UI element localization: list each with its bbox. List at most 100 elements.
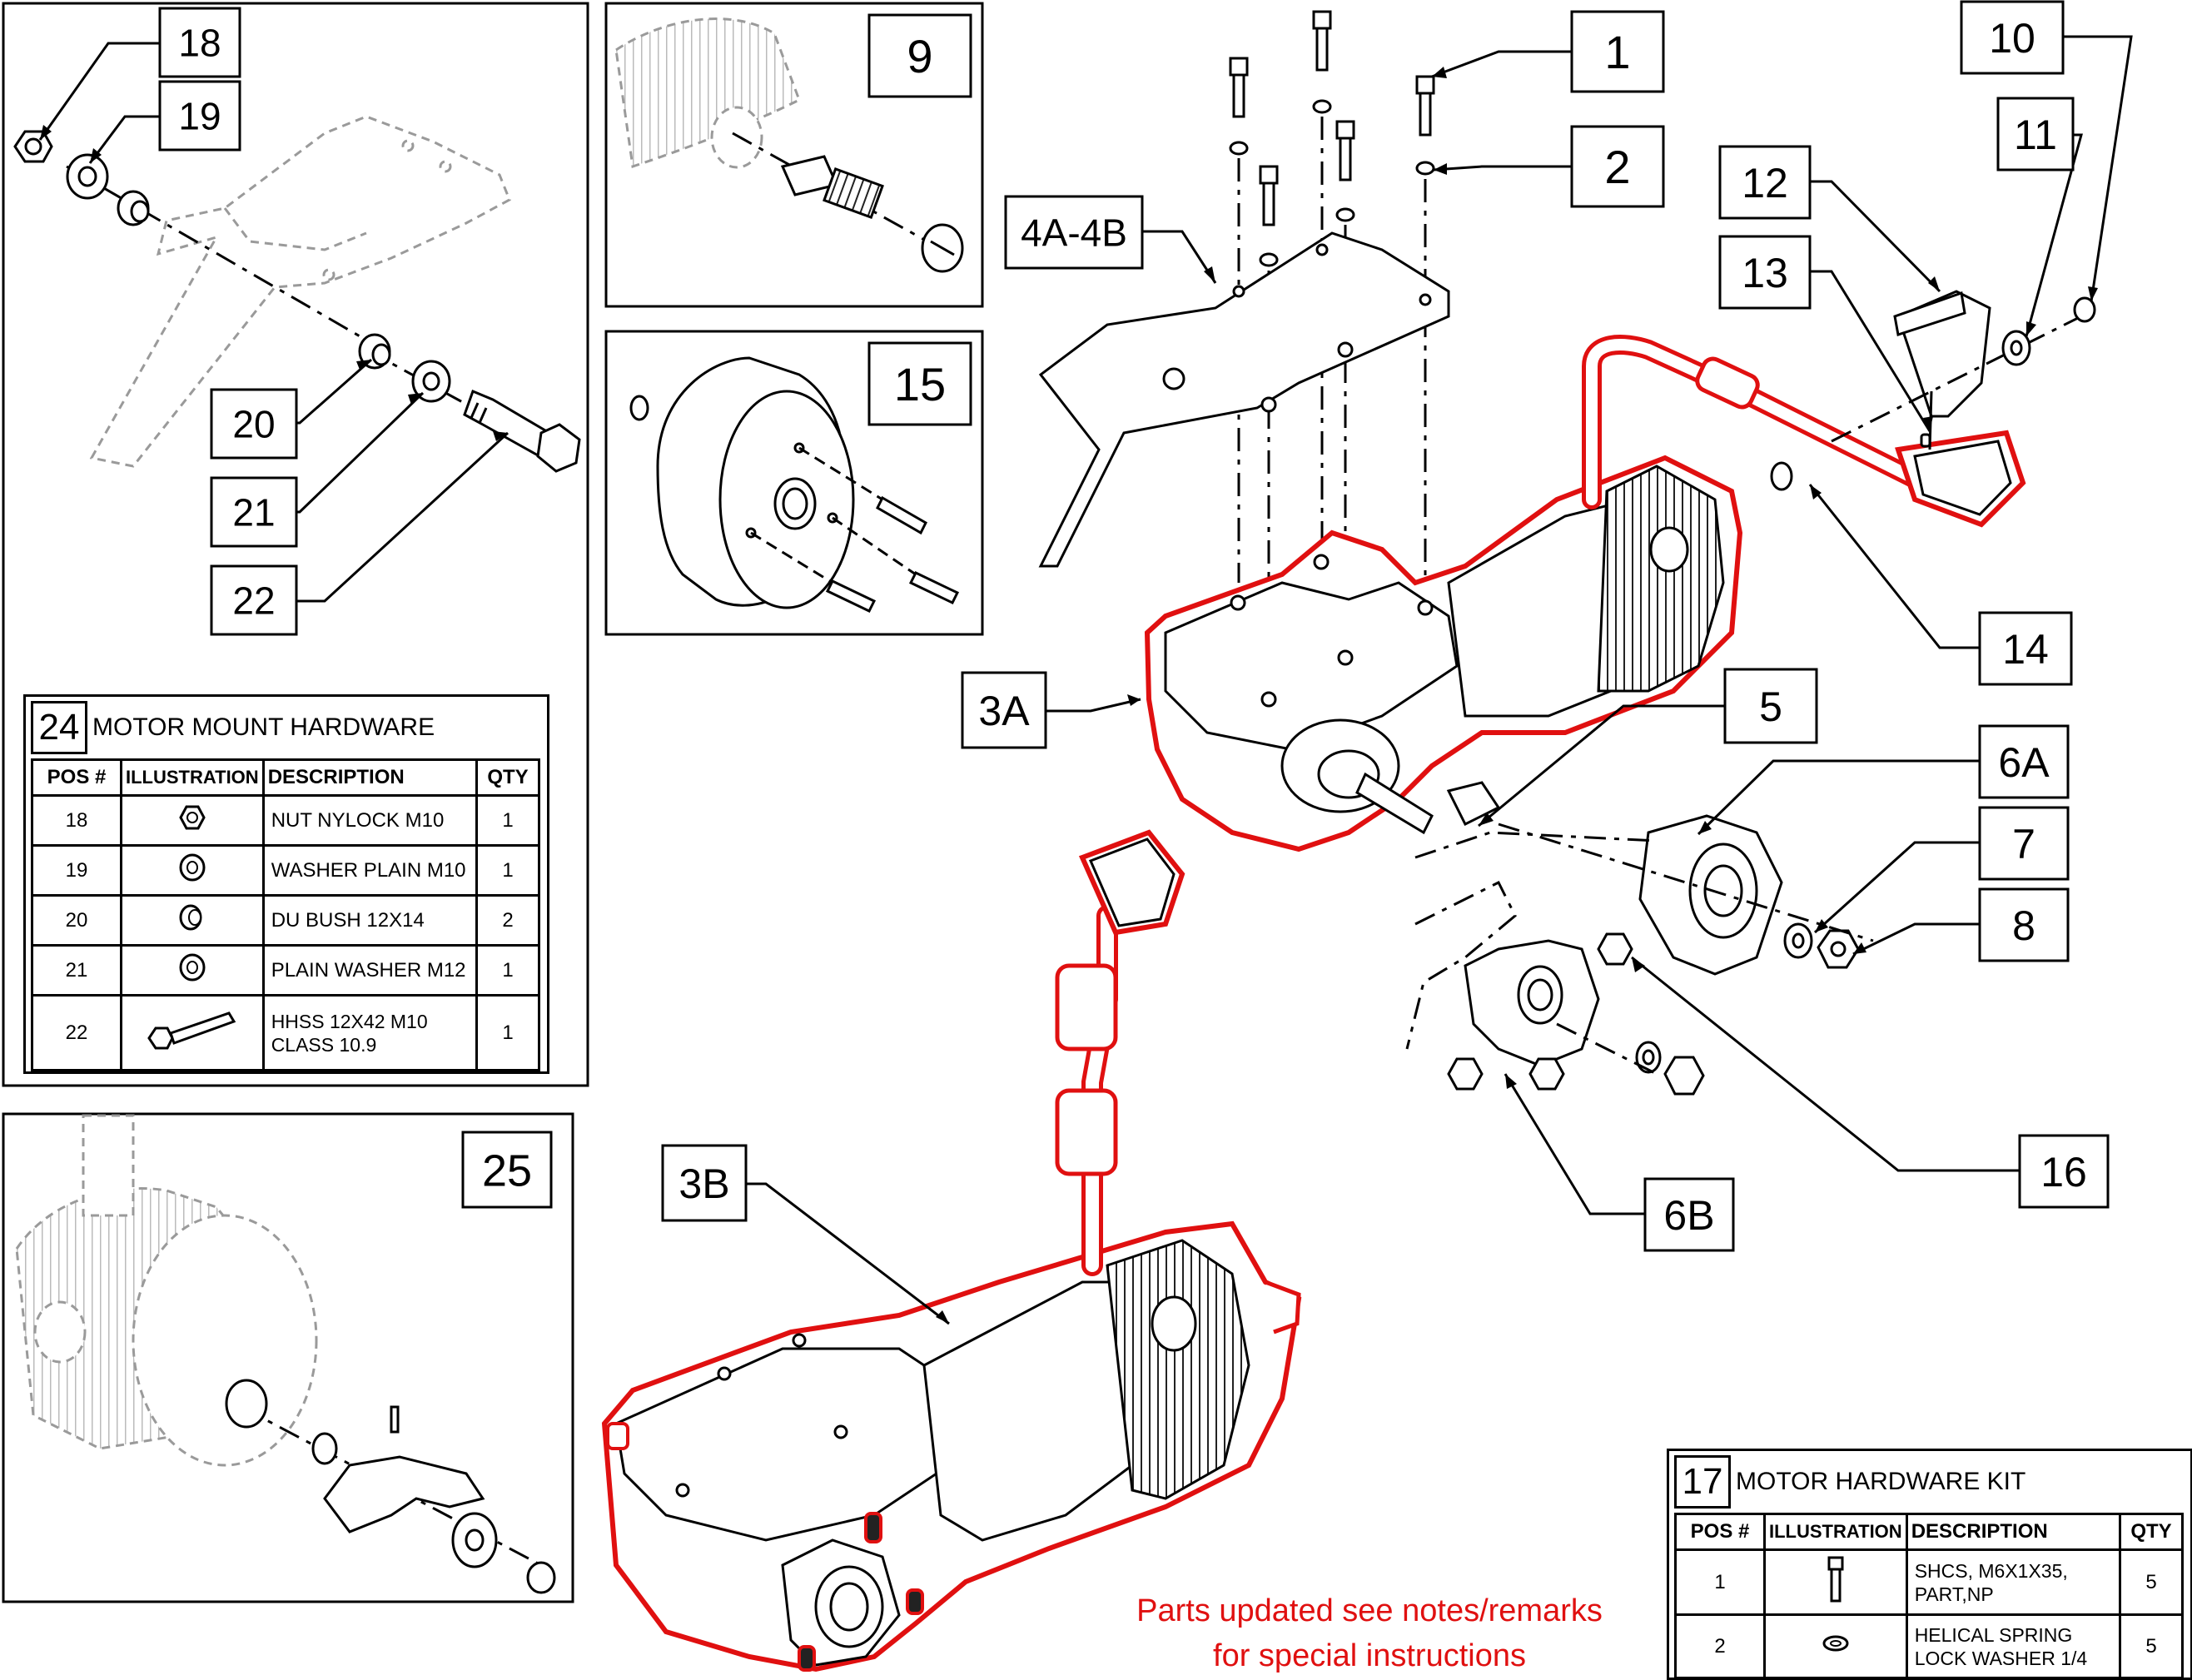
table-row: 1 SHCS, M6X1X35, PART,NP 5 — [1674, 1548, 2184, 1616]
lock-washer-icon — [1763, 1613, 1908, 1679]
callout-3a: 3A — [961, 671, 1047, 749]
callout-4a-4b: 4A-4B — [1004, 195, 1144, 270]
nylock-nut-icon — [120, 794, 265, 847]
brake-screw — [526, 1561, 556, 1594]
callout-20: 20 — [210, 388, 298, 460]
panel-frames — [2, 2, 984, 1603]
table-header: 17 MOTOR HARDWARE KIT — [1669, 1451, 2190, 1513]
col-pos: POS # — [31, 758, 122, 797]
row-desc: PLAIN WASHER M12 — [261, 944, 479, 997]
callout-label: 19 — [178, 95, 221, 138]
table-header-row: POS # ILLUSTRATION DESCRIPTION QTY — [1674, 1513, 2184, 1551]
brake-lever-parts — [1770, 290, 2099, 491]
callout-label: 9 — [907, 30, 932, 82]
row-pos: 21 — [31, 944, 122, 997]
callout-label: 20 — [232, 403, 275, 446]
special-instructions-note: Parts updated see notes/remarks for spec… — [1107, 1588, 1632, 1678]
arrowheads-panel-1 — [40, 125, 508, 441]
brake-hub — [225, 1379, 268, 1429]
callout-14: 14 — [1978, 611, 2073, 686]
callout-box — [1978, 887, 2070, 962]
bush-icon — [120, 894, 265, 947]
callout-16: 16 — [2018, 1134, 2110, 1209]
table-row: 20 DU BUSH 12X14 2 — [31, 894, 540, 947]
callout-21: 21 — [210, 476, 298, 548]
cap-screws — [1229, 10, 1435, 267]
callout-label: 14 — [2002, 626, 2049, 673]
row-qty: 5 — [2119, 1613, 2184, 1679]
motor-3a-shaft — [1355, 772, 1434, 835]
callout-15: 15 — [867, 341, 972, 426]
callout-18: 18 — [158, 7, 241, 78]
panel-motor-mount — [2, 2, 589, 1087]
row-desc: NUT NYLOCK M10 — [261, 794, 479, 847]
callout-box — [1723, 668, 1818, 744]
row-desc: SHCS, M6X1X35, PART,NP — [1905, 1548, 2122, 1616]
row-qty: 1 — [475, 844, 540, 897]
callout-box — [1978, 611, 2073, 686]
note-line-1: Parts updated see notes/remarks — [1136, 1593, 1603, 1628]
brake-lever-panel — [15, 1114, 556, 1594]
callout-label: 4A-4B — [1021, 211, 1127, 255]
callout-label: 1 — [1604, 26, 1630, 78]
callout-box — [1960, 0, 2065, 75]
callout-box — [158, 80, 241, 152]
callout-box — [1570, 125, 1665, 208]
callout-10: 10 — [1960, 0, 2065, 75]
callout-box — [1978, 724, 2070, 799]
motor-3b-ribs — [1106, 1239, 1250, 1500]
callout-6a: 6A — [1978, 724, 2070, 799]
row-pos: 2 — [1674, 1613, 1766, 1679]
e-clip — [311, 1432, 338, 1465]
callout-box — [867, 341, 972, 426]
pin-13 — [1920, 433, 1931, 448]
motor-hardware-kit-table: 17 MOTOR HARDWARE KIT POS # ILLUSTRATION… — [1667, 1449, 2192, 1680]
table-row: 21 PLAIN WASHER M12 1 — [31, 944, 540, 997]
motor-bracket-4a-4b — [1038, 231, 1450, 568]
shoulder-bolt-icon — [120, 994, 265, 1071]
brush-spring — [823, 167, 884, 219]
motor-3b-ferrite — [1055, 1088, 1118, 1176]
row-qty: 1 — [475, 994, 540, 1071]
callout-22: 22 — [210, 564, 298, 636]
flat-washer-icon — [120, 944, 265, 997]
callout-label: 2 — [1604, 141, 1630, 193]
row-desc: DU BUSH 12X14 — [261, 894, 479, 947]
mount-hardware — [13, 130, 581, 473]
brush-illustration — [614, 17, 964, 273]
callout-box — [158, 7, 241, 78]
callout-label: 5 — [1759, 683, 1782, 730]
row-pos: 19 — [31, 844, 122, 897]
row-pos: 18 — [31, 794, 122, 847]
callout-box — [1570, 10, 1665, 93]
shoulder-bolt-22 — [463, 390, 581, 473]
callout-box — [1718, 235, 1812, 310]
motor-3b — [601, 829, 1302, 1673]
parts-table: POS # ILLUSTRATION DESCRIPTION QTY 1 SHC… — [1674, 1513, 2184, 1679]
callout-label: 12 — [1742, 160, 1788, 206]
gearbox-3b — [614, 1347, 951, 1542]
gearbox-3a — [1164, 581, 1459, 751]
note-line-2: for special instructions — [1213, 1638, 1526, 1673]
callout-label: 6A — [1998, 739, 2050, 786]
callout-label: 16 — [2040, 1149, 2087, 1195]
parts-table: POS # ILLUSTRATION DESCRIPTION QTY 18 NU… — [31, 758, 540, 1071]
row-desc: HHSS 12X42 M10 CLASS 10.9 — [261, 994, 479, 1071]
callout-7: 7 — [1978, 806, 2070, 881]
panel-brake-lever — [2, 1112, 574, 1603]
callout-box — [210, 388, 298, 460]
col-illustration: ILLUSTRATION — [120, 758, 265, 797]
flat-washer-icon — [120, 844, 265, 897]
cap-screw-1 — [1415, 75, 1435, 176]
table-number: 17 — [1674, 1455, 1731, 1509]
table-row: 22 HHSS 12X42 M10 CLASS 10.9 1 — [31, 994, 540, 1071]
callout-label: 13 — [1742, 250, 1788, 296]
table-header: 24 MOTOR MOUNT HARDWARE — [26, 697, 547, 758]
callout-11: 11 — [1996, 97, 2075, 171]
callout-label: 3A — [978, 688, 1030, 734]
table-row: 19 WASHER PLAIN M10 1 — [31, 844, 540, 897]
col-qty: QTY — [475, 758, 540, 797]
row-desc: WASHER PLAIN M10 — [261, 844, 479, 897]
